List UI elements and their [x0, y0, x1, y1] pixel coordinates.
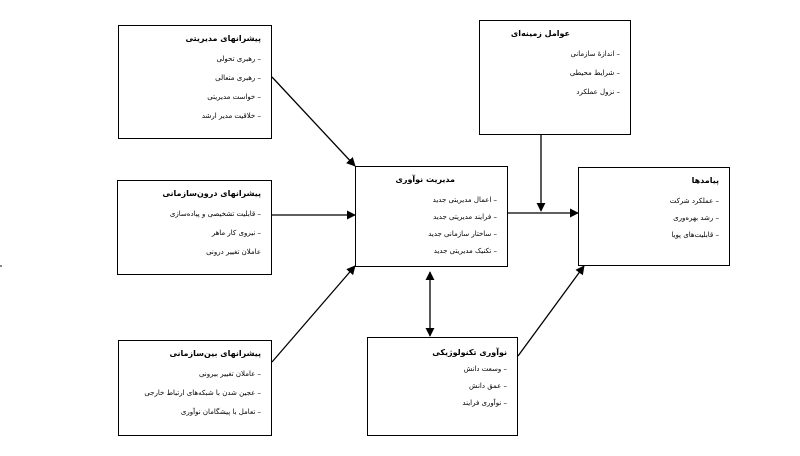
- list-item: – عجین شدن با شبکه‌های ارتباط خارجی: [144, 389, 261, 397]
- box-innovation-management: مدیریت نوآوری – اعمال مدیریتی جدید – فرا…: [355, 166, 508, 267]
- box-items: – وسعت دانش – عمق دانش – نوآوری فرایند: [462, 366, 507, 417]
- box-title: پیشرانهای مدیریتی: [185, 34, 261, 43]
- box-contextual-factors: عوامل زمینه‌ای – اندازهٔ سازمانی – شرایط…: [479, 20, 631, 135]
- box-items: – اعمال مدیریتی جدید – فرایند مدیریتی جد…: [428, 197, 497, 265]
- box-managerial-drivers: پیشرانهای مدیریتی – رهبری تحولی – رهبری …: [118, 25, 272, 139]
- box-title: مدیریت نوآوری: [395, 175, 455, 184]
- box-items: – رهبری تحولی – رهبری متعالی – خواست مدی…: [202, 56, 261, 132]
- box-items: – عملکرد شرکت – رشد بهره‌وری – قابلیت‌ها…: [670, 198, 719, 249]
- list-item: – خواست مدیریتی: [207, 93, 261, 101]
- list-item: – رهبری متعالی: [215, 74, 261, 82]
- list-item: – رهبری تحولی: [216, 55, 261, 63]
- stray-mark: [0, 265, 2, 267]
- box-technological-innovation: نوآوری تکنولوژیکی – وسعت دانش – عمق دانش…: [367, 337, 518, 436]
- box-title: عوامل زمینه‌ای: [510, 29, 570, 38]
- box-items: – اندازهٔ سازمانی – شرایط محیطی – نزول ع…: [570, 51, 620, 108]
- list-item: – نزول عملکرد: [576, 88, 620, 96]
- box-items: – عاملان تغییر بیرونی – عجین شدن با شبکه…: [144, 371, 261, 428]
- list-item: – خلاقیت مدیر ارشد: [201, 112, 261, 120]
- box-title: نوآوری تکنولوژیکی: [432, 348, 507, 357]
- list-item: – عاملان تغییر بیرونی: [198, 370, 261, 378]
- box-items: – قابلیت تشخیصی و پیاده‌سازی – نیروی کار…: [170, 211, 261, 268]
- list-item: عاملان تغییر درونی: [206, 248, 261, 256]
- list-item: – اعمال مدیریتی جدید: [432, 196, 497, 204]
- list-item: – عملکرد شرکت: [669, 197, 719, 205]
- list-item: – ساختار سازمانی جدید: [428, 230, 497, 238]
- box-internal-drivers: پیشرانهای درون‌سازمانی – قابلیت تشخیصی و…: [117, 180, 272, 275]
- list-item: – تکنیک مدیریتی جدید: [433, 247, 497, 255]
- box-title: پیشرانهای درون‌سازمانی: [162, 189, 261, 198]
- list-item: – اندازهٔ سازمانی: [570, 50, 620, 58]
- box-outcomes: پیامدها – عملکرد شرکت – رشد بهره‌وری – ق…: [578, 167, 730, 266]
- list-item: – شرایط محیطی: [569, 69, 620, 77]
- box-title: پیامدها: [691, 176, 719, 185]
- list-item: – قابلیت‌های پویا: [671, 231, 719, 239]
- arrow-tech-to-outcomes: [517, 265, 585, 357]
- arrow-managerial-to-center: [271, 76, 356, 167]
- arrow-inter-to-center: [271, 265, 356, 363]
- list-item: – عمق دانش: [469, 382, 507, 390]
- box-title: پیشرانهای بین‌سازمانی: [169, 349, 261, 358]
- list-item: – وسعت دانش: [463, 365, 507, 373]
- list-item: – قابلیت تشخیصی و پیاده‌سازی: [169, 210, 261, 218]
- list-item: – نوآوری فرایند: [462, 399, 507, 407]
- list-item: – فرایند مدیریتی جدید: [433, 213, 497, 221]
- list-item: – نیروی کار ماهر: [211, 229, 261, 237]
- box-interorganizational-drivers: پیشرانهای بین‌سازمانی – عاملان تغییر بیر…: [118, 340, 272, 436]
- list-item: – رشد بهره‌وری: [673, 214, 719, 222]
- list-item: – تعامل با پیشگامان نوآوری: [180, 408, 261, 416]
